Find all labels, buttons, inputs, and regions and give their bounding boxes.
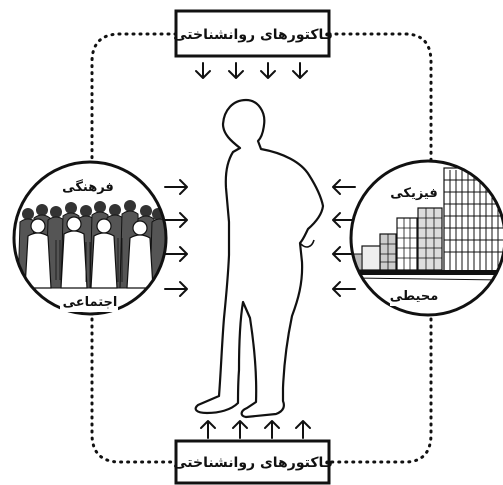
left-circle-bottom-label: اجتماعی <box>63 295 118 310</box>
top-box-label: فاکتورهای روانشناختی <box>173 27 333 43</box>
left-arrows <box>164 179 188 297</box>
bottom-arrows <box>200 420 311 439</box>
top-arrows <box>195 62 308 79</box>
human-silhouette-icon <box>194 98 325 419</box>
right-circle-buildings: فیزیکی محیطی <box>349 159 503 317</box>
top-factor-box: فاکتورهای روانشناختی <box>173 9 333 58</box>
dotted-connector-loop <box>90 32 433 464</box>
left-circle-crowd: فرهنگی اجتماعی <box>12 160 168 316</box>
bottom-box-label: فاکتورهای روانشناختی <box>173 455 333 471</box>
bottom-factor-box: فاکتورهای روانشناختی <box>173 439 333 485</box>
crowd-illustration-icon <box>17 200 166 289</box>
hand-detail <box>299 239 315 248</box>
left-circle-top-label: فرهنگی <box>62 179 114 195</box>
right-circle-bottom-label: محیطی <box>390 289 439 304</box>
right-circle-top-label: فیزیکی <box>390 186 438 201</box>
